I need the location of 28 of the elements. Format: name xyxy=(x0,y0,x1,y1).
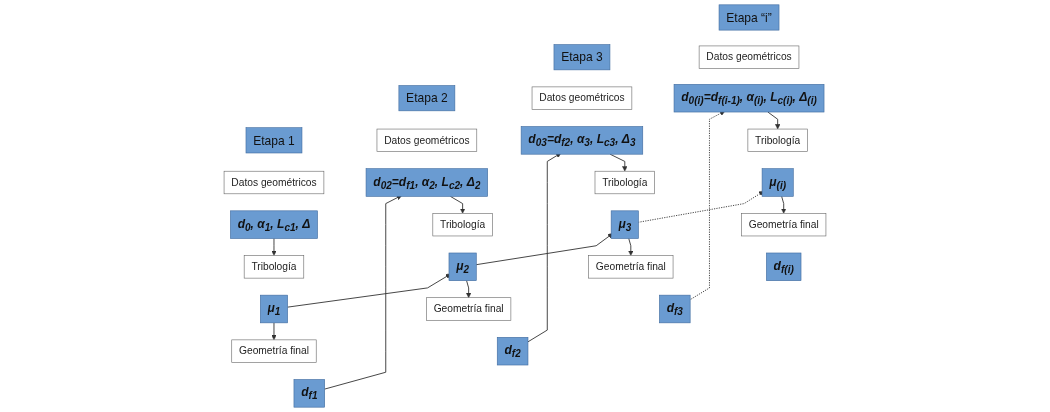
node-box: d$_{03}$=d$_{f2}$, α$_{3}$, L$_{c3}$, Δ$_{3}$ xyxy=(520,126,644,155)
node-box: d$_{02}$=d$_{f1}$, α$_{2}$, L$_{c2}$, Δ$_{2}$ xyxy=(365,168,488,197)
node-box: Datos geométricos xyxy=(531,86,633,110)
node-box: μ$_{2}$ xyxy=(448,252,477,281)
node-box: d$_{f3}$ xyxy=(659,294,691,324)
node-box: Geometría final xyxy=(426,297,512,321)
node-box: Tribología xyxy=(747,128,808,152)
node-box: Datos geométricos xyxy=(223,170,325,195)
node-box: d$_{f(i)}$ xyxy=(766,252,802,281)
node-box: Etapa 3 xyxy=(553,44,611,71)
node-box: Tribología xyxy=(243,255,305,279)
node-box: Geometría final xyxy=(741,213,827,237)
node-box: Tribología xyxy=(594,170,655,195)
node-box: Etapa 1 xyxy=(245,127,303,154)
node-box: Datos geométricos xyxy=(698,45,800,69)
node-box: Geometría final xyxy=(231,339,317,363)
node-box: μ$_{3}$ xyxy=(610,210,639,239)
node-box: Tribología xyxy=(432,213,493,237)
node-box: Geometría final xyxy=(588,255,674,279)
node-box: d$_{f1}$ xyxy=(293,379,325,408)
node-box: Datos geométricos xyxy=(376,128,478,152)
node-box: μ$_{1}$ xyxy=(260,294,288,324)
node-box: Etapa “i” xyxy=(718,4,780,31)
node-box: d$_{0(i)}$=d$_{f(i-1)}$, α$_{(i)}$, L$_{c(i)}$, Δ$_{(i)}$ xyxy=(673,84,825,113)
node-box: Etapa 2 xyxy=(398,85,456,112)
node-box: d$_{f2}$ xyxy=(496,337,529,366)
node-box: d$_{0}$, α$_{1}$, L$_{c1}$, Δ xyxy=(230,210,318,239)
node-box: μ$_{(i)}$ xyxy=(761,168,794,197)
